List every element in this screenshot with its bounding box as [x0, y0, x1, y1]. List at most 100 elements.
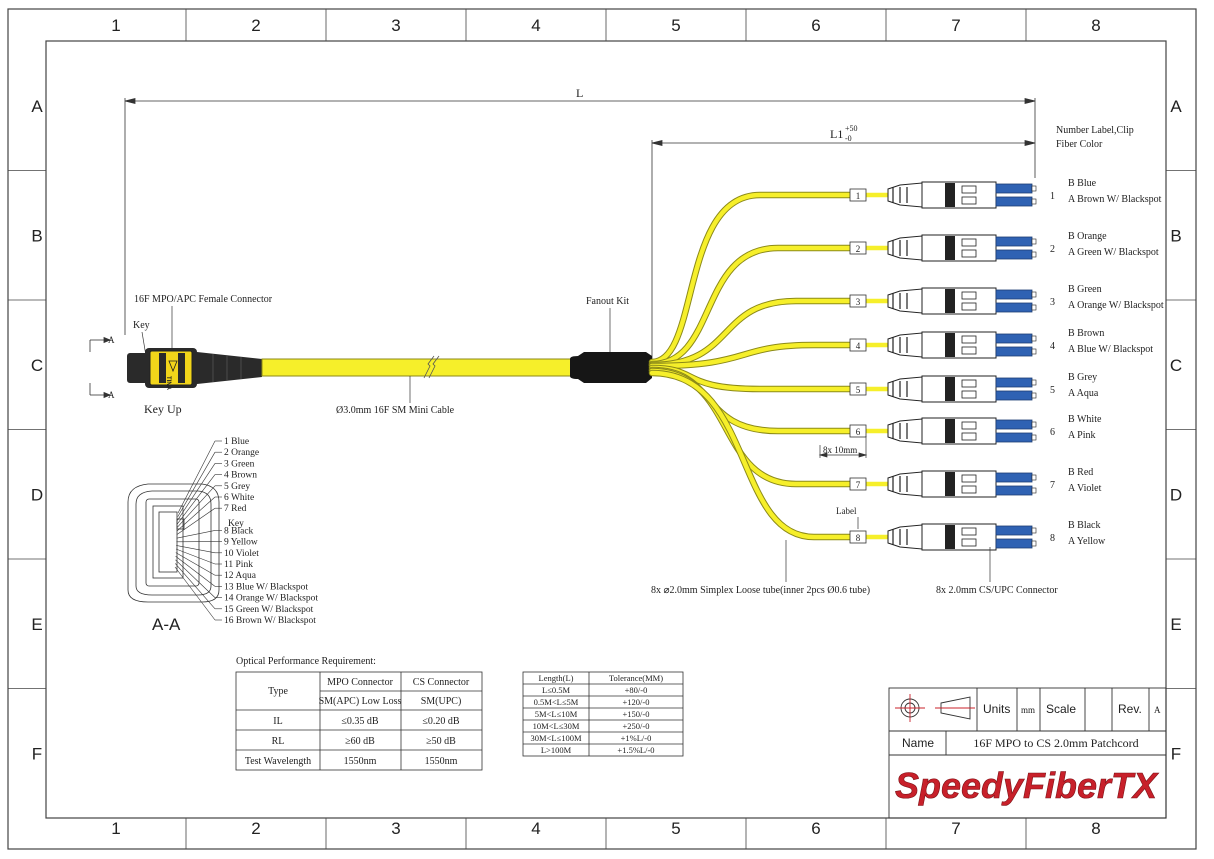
connector-window: [961, 379, 977, 388]
leg-number-label: [849, 338, 867, 352]
fiber-list-item: 16 Brown W/ Blackspot: [224, 616, 316, 626]
section-key-label: Key: [228, 519, 244, 529]
fiber-leader: [176, 507, 216, 535]
leg-a-color: A Green W/ Blackspot: [1068, 247, 1159, 258]
tolerance-length-cell: L>100M: [541, 745, 572, 755]
ferrule-tip: [1031, 185, 1037, 192]
connector-window: [961, 432, 977, 441]
fiber-leader: [174, 566, 216, 621]
key-up-label: Key Up: [144, 402, 182, 416]
fiber-leader: [177, 463, 216, 521]
grid-row-left-C: C: [31, 356, 43, 375]
fiber-leader: [176, 496, 216, 532]
ferrule-lower: [995, 432, 1033, 443]
tolerance-header-length: Length(L): [539, 673, 574, 683]
tolerance-header-tol: Tolerance(MM): [609, 673, 663, 683]
fiber-leader: [176, 485, 216, 528]
ferrule-upper: [995, 333, 1033, 344]
fiber-list-item: 7 Red: [224, 504, 247, 514]
grid-col-bottom-6: 6: [811, 819, 820, 838]
connector-latch: [945, 377, 955, 401]
leg-b-color: B Black: [1068, 520, 1101, 531]
connector-housing: [921, 375, 997, 403]
breakout-dimension: [818, 436, 868, 458]
connector-latch: [945, 525, 955, 549]
leg-b-color: B Red: [1068, 467, 1093, 478]
fiber-leader: [177, 474, 216, 524]
connector-window: [961, 538, 977, 547]
ferrule-lower: [995, 196, 1033, 207]
units-label: Units: [983, 702, 1010, 716]
grid-col-top-2: 2: [251, 16, 260, 35]
optical-subheader-mpo: SM(APC) Low Loss: [319, 696, 402, 707]
ferrule-tip: [1031, 291, 1037, 298]
ferrule-lower: [995, 302, 1033, 313]
connector-window: [961, 474, 977, 483]
leg-a-color: A Brown W/ Blackspot: [1068, 194, 1162, 205]
ferrule-upper: [995, 183, 1033, 194]
ferrule-tip: [1031, 348, 1037, 355]
grid-col-top-7: 7: [951, 16, 960, 35]
label-callout: Label: [836, 506, 857, 516]
leg-index: 3: [1050, 297, 1055, 308]
grid-row-right-C: C: [1170, 356, 1182, 375]
connector-housing: [921, 181, 997, 209]
number-label-note: Number Label,Clip: [1056, 125, 1134, 136]
fiber-leader: [175, 552, 216, 576]
leg-tube: [649, 298, 853, 368]
leg-number-text: 3: [856, 297, 861, 307]
leg-number-text: 5: [856, 385, 861, 395]
optical-row-mpo: 1550nm: [344, 756, 377, 767]
grid-col-top-6: 6: [811, 16, 820, 35]
tolerance-border: [522, 671, 684, 757]
connector-housing: [921, 523, 997, 551]
connector-window: [961, 196, 977, 205]
leg-number-text: 4: [856, 341, 861, 351]
optical-header-mpo: MPO Connector: [327, 677, 394, 688]
grid-col-bottom-5: 5: [671, 819, 680, 838]
mpo-connector: TINA: [127, 348, 262, 391]
tolerance-length-cell: 5M<L≤10M: [535, 709, 578, 719]
connector-window: [961, 302, 977, 311]
tolerance-value-cell: +250/-0: [623, 721, 650, 731]
fiber-list-item: 14 Orange W/ Blackspot: [224, 594, 318, 604]
grid-col-top-5: 5: [671, 16, 680, 35]
connector-window: [961, 335, 977, 344]
leg-tube: [649, 370, 853, 540]
optical-header-type: Type: [268, 686, 288, 697]
connector-window: [961, 421, 977, 430]
leg-a-color: A Blue W/ Blackspot: [1068, 344, 1153, 355]
section-title: A-A: [152, 615, 181, 634]
tolerance-table: Length(L)Tolerance(MM)L≤0.5M+80/-00.5M<L…: [522, 671, 684, 757]
leg-number-label: [849, 382, 867, 396]
leg-a-color: A Orange W/ Blackspot: [1068, 300, 1164, 311]
fiber-list-item: 11 Pink: [224, 560, 253, 570]
rev-value: A: [1154, 705, 1161, 715]
optical-row-cs: ≥50 dB: [426, 736, 456, 747]
ferrule-lower: [995, 538, 1033, 549]
tolerance-value-cell: +80/-0: [625, 685, 648, 695]
units-value: mm: [1021, 705, 1035, 715]
cable-label: Ø3.0mm 16F SM Mini Cable: [336, 405, 455, 416]
grid-col-bottom-1: 1: [111, 819, 120, 838]
leg-number-text: 6: [856, 427, 861, 437]
ferrule-lower: [995, 390, 1033, 401]
grid-row-right-B: B: [1170, 226, 1181, 245]
cable-break-mark: [423, 355, 440, 379]
grid-col-bottom-3: 3: [391, 819, 400, 838]
leg-number-text: 8: [856, 533, 861, 543]
optical-subheader-cs: SM(UPC): [421, 696, 462, 707]
connector-housing: [921, 287, 997, 315]
ferrule-tip: [1031, 198, 1037, 205]
leg-b-color: B Brown: [1068, 328, 1104, 339]
tolerance-length-cell: L≤0.5M: [542, 685, 570, 695]
grid-col-bottom-2: 2: [251, 819, 260, 838]
optical-title: Optical Performance Requirement:: [236, 656, 376, 667]
ferrule-tip: [1031, 434, 1037, 441]
connector-window: [961, 238, 977, 247]
connector-window: [961, 390, 977, 399]
connector-latch: [945, 472, 955, 496]
